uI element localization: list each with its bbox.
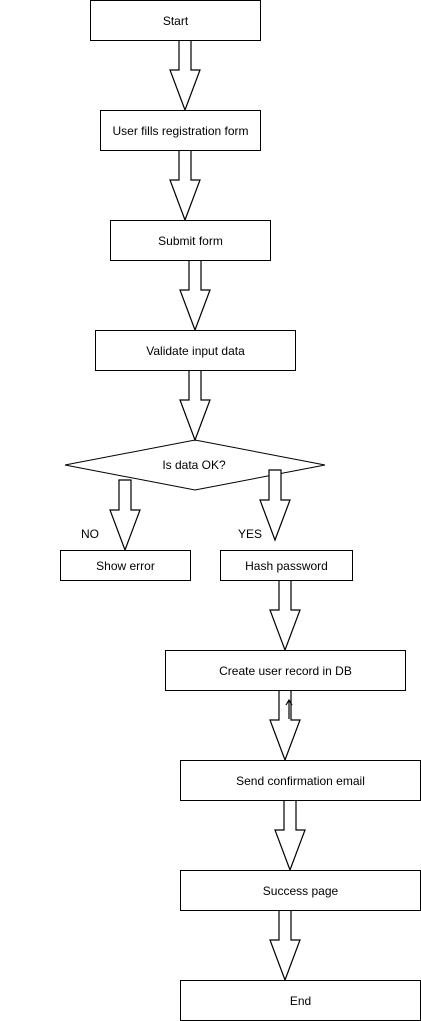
fill-form-step-label: User fills registration form [112,123,249,138]
hash-password-step-label: Hash password [245,558,328,573]
send-email-step-label: Send confirmation email [236,773,365,788]
arrow-success-to-end [269,909,301,982]
arrow-fill-to-submit [169,149,201,222]
validate-step-label: Validate input data [146,343,245,358]
arrow-decision-to-error [109,479,141,552]
success-page-step[interactable]: Success page [180,870,421,911]
show-error-step-label: Show error [96,558,155,573]
fill-form-step[interactable]: User fills registration form [100,110,261,151]
create-record-step-label: Create user record in DB [219,663,352,678]
start-node-label: Start [162,13,189,28]
branch-no-label: NO [81,527,99,541]
cursor-mark-icon [285,698,293,719]
success-page-step-label: Success page [262,883,339,898]
send-email-step[interactable]: Send confirmation email [180,760,421,801]
arrow-submit-to-validate [179,259,211,332]
hash-password-step[interactable]: Hash password [220,550,353,581]
validate-step[interactable]: Validate input data [95,330,296,371]
decision-diamond[interactable] [64,439,326,491]
end-node[interactable]: End [180,980,421,1021]
arrow-hash-to-create [269,579,301,652]
arrow-start-to-fill [169,39,201,112]
branch-yes-label: YES [238,527,263,541]
connector-arrows [109,39,306,982]
decision-label: Is data OK? [162,458,226,472]
show-error-step[interactable]: Show error [60,550,191,581]
start-node[interactable]: Start [90,0,261,41]
arrow-create-to-email [269,689,301,762]
end-node-label: End [289,993,312,1008]
create-record-step[interactable]: Create user record in DB [165,650,406,691]
arrow-email-to-success [274,799,306,872]
arrow-decision-to-hash [259,469,291,542]
submit-form-step-label: Submit form [158,233,223,248]
submit-form-step[interactable]: Submit form [110,220,271,261]
arrow-validate-to-decision [179,369,211,442]
